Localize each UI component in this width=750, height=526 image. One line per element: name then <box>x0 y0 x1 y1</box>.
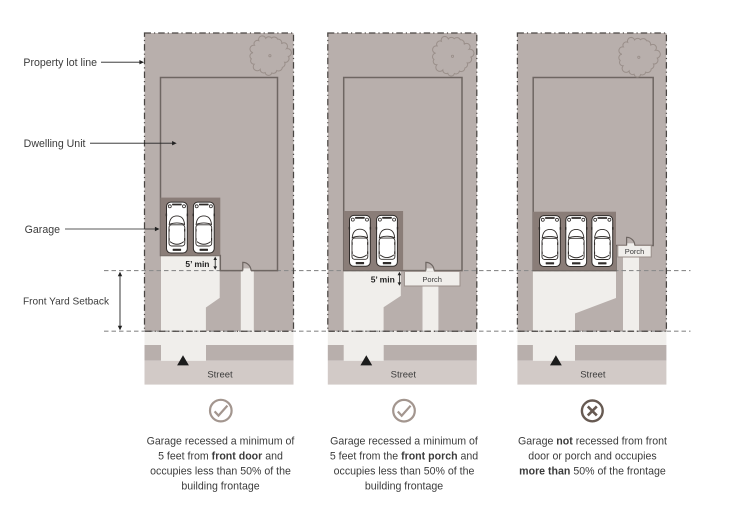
svg-text:building frontage: building frontage <box>181 480 259 492</box>
svg-text:5 feet from the front porch an: 5 feet from the front porch and <box>330 451 478 463</box>
svg-text:Porch: Porch <box>625 247 645 256</box>
svg-text:Dwelling Unit: Dwelling Unit <box>24 138 86 150</box>
svg-text:more than 50% of the frontage: more than 50% of the frontage <box>519 465 666 477</box>
svg-text:Garage recessed a minimum of: Garage recessed a minimum of <box>147 436 295 448</box>
svg-text:Street: Street <box>391 370 417 381</box>
svg-text:Street: Street <box>580 370 606 381</box>
svg-text:Property lot line: Property lot line <box>23 57 97 69</box>
svg-text:occupies less than 50% of the: occupies less than 50% of the <box>334 465 475 477</box>
svg-text:door or porch and occupies: door or porch and occupies <box>528 451 656 463</box>
svg-text:5 feet from front door and: 5 feet from front door and <box>158 451 283 463</box>
svg-text:Garage: Garage <box>25 224 60 236</box>
svg-text:Garage not recessed from front: Garage not recessed from front <box>518 436 667 448</box>
svg-text:Porch: Porch <box>422 275 442 284</box>
svg-text:Garage recessed a minimum of: Garage recessed a minimum of <box>330 436 478 448</box>
svg-text:Front Yard Setback: Front Yard Setback <box>23 296 110 307</box>
svg-text:occupies less than 50% of the: occupies less than 50% of the <box>150 465 291 477</box>
svg-text:5’ min: 5’ min <box>371 274 395 284</box>
svg-text:5’ min: 5’ min <box>185 259 209 269</box>
svg-text:Street: Street <box>207 370 233 381</box>
svg-text:building frontage: building frontage <box>365 480 443 492</box>
